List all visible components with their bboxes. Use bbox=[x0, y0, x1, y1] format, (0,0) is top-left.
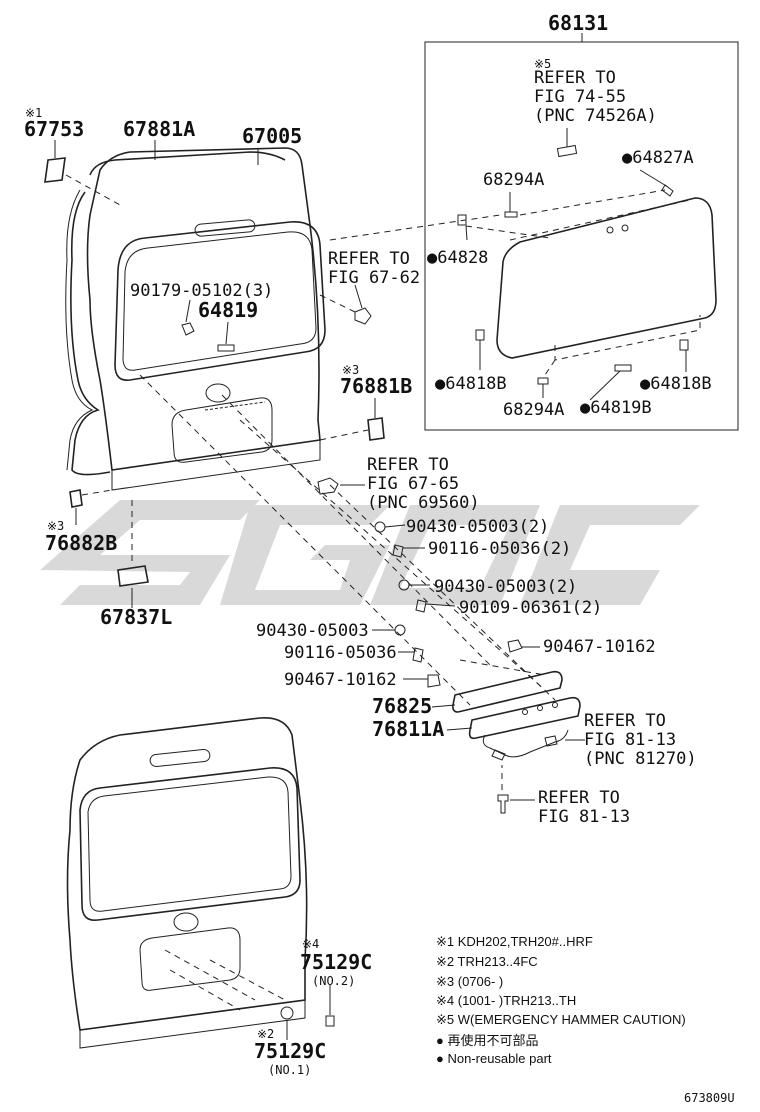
clip-64818b-left bbox=[475, 329, 485, 341]
back-door-panel bbox=[86, 147, 326, 491]
mark-76882b: ※3 bbox=[47, 519, 64, 533]
nut-90467-b bbox=[507, 639, 523, 653]
callout-67005: 67005 bbox=[242, 124, 302, 148]
mark-76881b: ※3 bbox=[342, 363, 359, 377]
callout-75129c-no2: 75129C bbox=[300, 950, 372, 974]
clip-64828 bbox=[457, 214, 467, 226]
diagram-id: 673809U bbox=[684, 1091, 735, 1105]
screw-90109 bbox=[415, 599, 427, 613]
garnish-76825 bbox=[452, 670, 563, 713]
lamp-harness bbox=[482, 729, 569, 758]
washer-90430-c bbox=[394, 624, 406, 636]
mark-67753: ※1 bbox=[25, 106, 42, 120]
notes-legend: ※1 KDH202,TRH20#..HRF ※2 TRH213..4FC ※3 … bbox=[436, 934, 686, 1066]
emblem-67753 bbox=[44, 157, 66, 183]
plug-75129c-no1 bbox=[280, 1006, 294, 1020]
callout-75129c-no1-qualifier: (NO.1) bbox=[268, 1063, 311, 1077]
weatherstrip bbox=[70, 151, 286, 476]
part-refer-67-65 bbox=[317, 477, 339, 495]
refer-81-13a-line3[interactable]: (PNC 81270) bbox=[584, 749, 697, 769]
refer-67-65-line3[interactable]: (PNC 69560) bbox=[367, 493, 480, 513]
clip-90179 bbox=[181, 322, 195, 336]
callout-64818b-left: ●64818B bbox=[435, 374, 507, 394]
mark-75129c-top: ※4 bbox=[302, 937, 319, 951]
callout-76811a: 76811A bbox=[372, 717, 444, 741]
label-74526a bbox=[556, 144, 578, 158]
garnish-76811a bbox=[468, 696, 581, 740]
note-5: ※5 W(EMERGENCY HAMMER CAUTION) bbox=[436, 1012, 686, 1027]
back-window-glass bbox=[496, 197, 717, 376]
mark-75129c-bottom: ※2 bbox=[257, 1027, 274, 1041]
callout-76882b: 76882B bbox=[45, 531, 117, 555]
callout-90109: 90109-06361(2) bbox=[459, 598, 602, 618]
watermark-logo bbox=[40, 500, 700, 605]
note-4: ※4 (1001- )TRH213..TH bbox=[436, 993, 576, 1008]
refer-67-62-line2[interactable]: FIG 67-62 bbox=[328, 268, 420, 288]
nut-90467-a bbox=[427, 674, 441, 688]
callout-90430-b: 90430-05003(2) bbox=[434, 577, 577, 597]
note-3: ※3 (0706- ) bbox=[436, 974, 503, 989]
stopper-76882b bbox=[69, 489, 83, 508]
note-nonreusable-en: ● Non-reusable part bbox=[436, 1051, 552, 1066]
callout-67881a: 67881A bbox=[123, 117, 195, 141]
stopper-76881b bbox=[367, 417, 385, 441]
clip-64818b-right bbox=[679, 339, 689, 351]
callout-64827a: ●64827A bbox=[622, 148, 694, 168]
refer-81-13a-line1[interactable]: REFER TO bbox=[584, 711, 666, 731]
refer-81-13b-line1[interactable]: REFER TO bbox=[538, 788, 620, 808]
callout-64819: 64819 bbox=[198, 298, 258, 322]
back-door-lower-view bbox=[66, 717, 308, 1049]
refer-67-65-line2[interactable]: FIG 67-65 bbox=[367, 474, 459, 494]
callout-75129c-no2-qualifier: (NO.2) bbox=[312, 974, 355, 988]
note-1: ※1 KDH202,TRH20#..HRF bbox=[436, 934, 593, 949]
callout-90116-b: 90116-05036 bbox=[284, 643, 397, 663]
bolt-90116-b bbox=[412, 647, 424, 663]
refer-74-55-line2[interactable]: FIG 74-55 bbox=[534, 87, 626, 107]
washer-90430-a bbox=[374, 521, 386, 533]
mark-refer-74-55: ※5 bbox=[534, 57, 551, 71]
callout-90467-a: 90467-10162 bbox=[543, 637, 656, 657]
callout-90467-b: 90467-10162 bbox=[284, 670, 397, 690]
bolt-90116-a bbox=[392, 544, 404, 558]
handle-67837l bbox=[117, 565, 149, 587]
callout-90116-a: 90116-05036(2) bbox=[428, 539, 571, 559]
note-nonreusable-jp: ● 再使用不可部品 bbox=[436, 1033, 538, 1048]
refer-74-55-line3[interactable]: (PNC 74526A) bbox=[534, 106, 657, 126]
callout-67753: 67753 bbox=[24, 117, 84, 141]
callout-75129c-no1: 75129C bbox=[254, 1039, 326, 1063]
callout-68294a-top: 68294A bbox=[483, 170, 544, 190]
tape-68294a-top bbox=[504, 211, 518, 218]
callout-68294a-bottom: 68294A bbox=[503, 400, 564, 420]
callout-90179: 90179-05102(3) bbox=[130, 281, 273, 301]
callout-67837l: 67837L bbox=[100, 605, 172, 629]
callout-64819b: ●64819B bbox=[580, 398, 652, 418]
callout-64828: ●64828 bbox=[427, 248, 488, 268]
callout-68131: 68131 bbox=[548, 11, 608, 35]
refer-67-65-line1[interactable]: REFER TO bbox=[367, 455, 449, 475]
clip-refer-67-62 bbox=[354, 307, 372, 325]
refer-74-55-line1[interactable]: REFER TO bbox=[534, 68, 616, 88]
tape-64819 bbox=[217, 344, 235, 352]
clip-64827a bbox=[661, 184, 674, 197]
refer-81-13b-line2[interactable]: FIG 81-13 bbox=[538, 807, 630, 827]
refer-67-62-line1[interactable]: REFER TO bbox=[328, 249, 410, 269]
plug-75129c-no2 bbox=[325, 1015, 335, 1027]
callout-90430-a: 90430-05003(2) bbox=[406, 517, 549, 537]
screw-refer-81-13 bbox=[497, 794, 509, 814]
note-2: ※2 TRH213..4FC bbox=[436, 954, 538, 969]
callout-76881b: 76881B bbox=[340, 374, 412, 398]
callout-76825: 76825 bbox=[372, 694, 432, 718]
callout-64818b-right: ●64818B bbox=[640, 374, 712, 394]
tape-64819b bbox=[614, 364, 632, 372]
tape-68294a-bottom bbox=[537, 377, 549, 385]
callout-90430-c: 90430-05003 bbox=[256, 621, 369, 641]
refer-81-13a-line2[interactable]: FIG 81-13 bbox=[584, 730, 676, 750]
